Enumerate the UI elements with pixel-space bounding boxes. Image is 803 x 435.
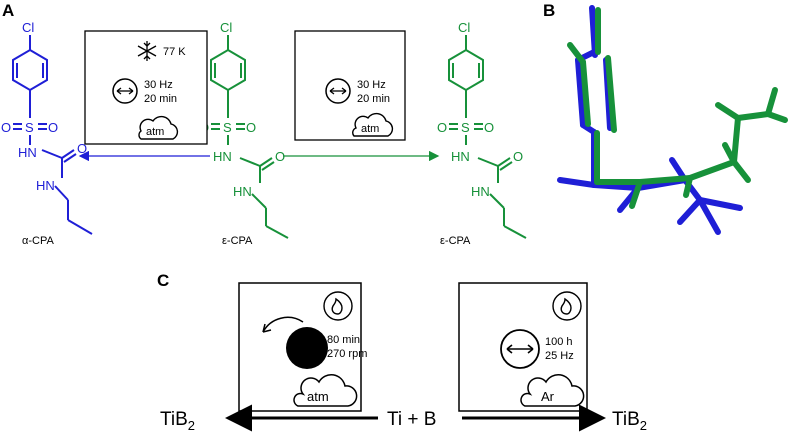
speed-label-c-left: 270 rpm [327, 348, 367, 360]
temperature-label: 77 K [163, 46, 186, 58]
atom-hn-right-1: HN [451, 149, 470, 164]
atom-cl-left: Cl [22, 20, 34, 35]
time-label-c-left: 80 min [327, 334, 360, 346]
time-label-c-right: 100 h [545, 336, 573, 348]
panel-label-c: C [157, 271, 169, 290]
product-right-subscript: 2 [640, 418, 647, 433]
atom-o-middle-2: O [246, 120, 256, 135]
condition-box-right: 30 Hz 20 min atm [294, 30, 406, 141]
product-left-base: TiB [160, 409, 188, 430]
cloud-icon [293, 374, 358, 407]
atom-cl-middle: Cl [220, 20, 232, 35]
flame-icon [323, 291, 353, 321]
atom-hn-left-2: HN [36, 178, 55, 193]
atmosphere-label-c-left: atm [307, 389, 329, 404]
molecule-epsilon-cpa-right [448, 35, 527, 239]
atom-s-middle: S [223, 120, 232, 135]
atom-hn-right-2: HN [471, 184, 490, 199]
atom-o-right-2: O [484, 120, 494, 135]
cloud-icon [520, 374, 585, 407]
product-left-label: TiB2 [160, 409, 195, 433]
atom-s-right: S [461, 120, 470, 135]
product-left-subscript: 2 [188, 418, 195, 433]
compound-label-middle: ε-CPA [222, 235, 253, 247]
frequency-label-right: 30 Hz [357, 79, 386, 91]
atmosphere-label-c-right: Ar [541, 389, 555, 404]
reactants-label: Ti + B [387, 409, 436, 430]
atom-o-left-3: O [77, 141, 87, 156]
cloud-icon [138, 115, 179, 140]
molecule-alpha-cpa [12, 35, 93, 235]
atom-s-left: S [25, 120, 34, 135]
epsilon-structure [567, 7, 788, 209]
panel-label-a: A [2, 1, 14, 20]
snowflake-icon [137, 41, 157, 61]
product-right-base: TiB [612, 409, 640, 430]
time-label-right: 20 min [357, 93, 390, 105]
shaking-icon [325, 78, 351, 104]
frequency-label-left: 30 Hz [144, 79, 173, 91]
atmosphere-label-right: atm [361, 123, 379, 135]
condition-box-left: 77 K 30 Hz 20 min atm [84, 30, 208, 145]
atmosphere-label-left: atm [146, 126, 164, 138]
atom-o-left-1: O [1, 120, 11, 135]
atom-hn-middle-2: HN [233, 184, 252, 199]
shaking-icon [112, 78, 138, 104]
ball-mill-icon [262, 316, 328, 369]
flame-icon [552, 291, 582, 321]
condition-box-c-left: 80 min 270 rpm atm [238, 282, 367, 412]
atom-hn-left-1: HN [18, 145, 37, 160]
product-right-label: TiB2 [612, 409, 647, 433]
atom-o-right-1: O [437, 120, 447, 135]
condition-box-c-right: 100 h 25 Hz Ar [458, 282, 588, 412]
frequency-label-c-right: 25 Hz [545, 350, 574, 362]
atom-hn-middle-1: HN [213, 149, 232, 164]
shaking-icon [500, 329, 540, 369]
cloud-icon [352, 112, 394, 137]
panel-label-b: B [543, 1, 555, 20]
molecule-epsilon-cpa-middle [210, 35, 289, 239]
structure-overlay [557, 5, 788, 235]
time-label-left: 20 min [144, 93, 177, 105]
atom-o-middle-3: O [275, 149, 285, 164]
atom-cl-right: Cl [458, 20, 470, 35]
atom-o-right-3: O [513, 149, 523, 164]
atom-o-left-2: O [48, 120, 58, 135]
compound-label-left: α-CPA [22, 235, 54, 247]
compound-label-right: ε-CPA [440, 235, 471, 247]
